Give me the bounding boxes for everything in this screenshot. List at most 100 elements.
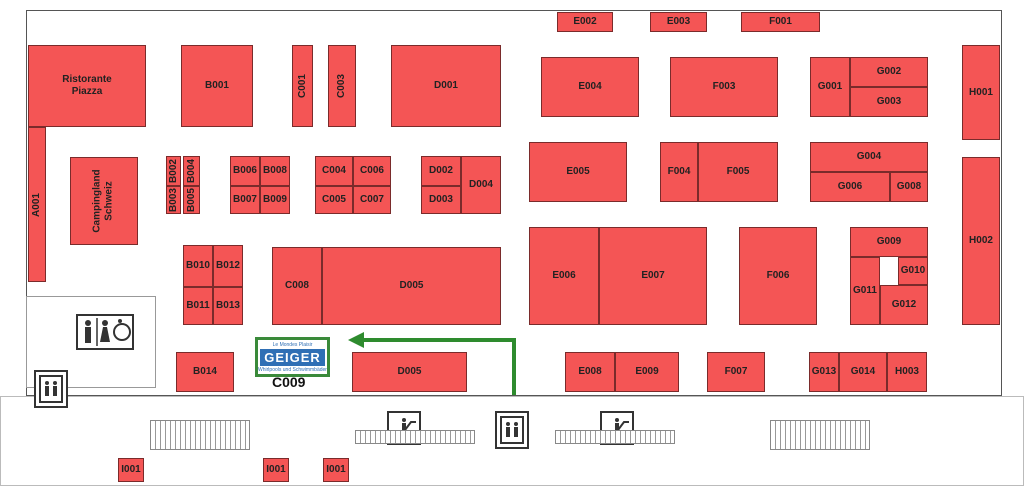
- booth-f005[interactable]: F005: [698, 142, 778, 202]
- booth-e007[interactable]: E007: [599, 227, 707, 325]
- geiger-booth-logo[interactable]: Le Mondes Plaisir GEIGER Whirlpools und …: [255, 337, 330, 377]
- booth-h003[interactable]: H003: [887, 352, 927, 392]
- booth-e005[interactable]: E005: [529, 142, 627, 202]
- booth-b008[interactable]: B008: [260, 156, 290, 186]
- booth-b001[interactable]: B001: [181, 45, 253, 127]
- booth-b014[interactable]: B014: [176, 352, 234, 392]
- toilets-icon: [76, 314, 134, 350]
- booth-b011[interactable]: B011: [183, 287, 213, 325]
- elevator-left-icon: [34, 370, 68, 408]
- booth-b013[interactable]: B013: [213, 287, 243, 325]
- booth-d001[interactable]: D001: [391, 45, 501, 127]
- booth-campingland-schweiz[interactable]: Campingland Schweiz: [70, 157, 138, 245]
- booth-label: C003: [336, 74, 347, 98]
- booth-h002[interactable]: H002: [962, 157, 1000, 325]
- booth-label: C008: [285, 280, 309, 291]
- booth-label: E002: [573, 16, 597, 27]
- booth-b004[interactable]: B004: [183, 156, 200, 186]
- booth-a001[interactable]: A001: [28, 127, 46, 282]
- booth-f004[interactable]: F004: [660, 142, 698, 202]
- booth-b002[interactable]: B002: [166, 156, 181, 186]
- booth-label: C005: [322, 194, 346, 205]
- booth-label: B007: [233, 194, 257, 205]
- booth-label: B002: [167, 159, 179, 183]
- booth-g010[interactable]: G010: [898, 257, 928, 285]
- logo-tagline: Whirlpools und Schwimmbäder: [258, 366, 327, 373]
- booth-f003[interactable]: F003: [670, 57, 778, 117]
- booth-g006[interactable]: G006: [810, 172, 890, 202]
- booth-e002[interactable]: E002: [557, 12, 613, 32]
- booth-g004[interactable]: G004: [810, 142, 928, 172]
- logo-top-text: Le Mondes Plaisir: [272, 341, 313, 348]
- booth-label: I001: [121, 464, 141, 475]
- booth-h001[interactable]: H001: [962, 45, 1000, 140]
- booth-d005-lower[interactable]: D005: [352, 352, 467, 392]
- booth-d004[interactable]: D004: [461, 156, 501, 214]
- booth-b007[interactable]: B007: [230, 186, 260, 214]
- booth-c004[interactable]: C004: [315, 156, 353, 186]
- booth-b009[interactable]: B009: [260, 186, 290, 214]
- booth-d003[interactable]: D003: [421, 186, 461, 214]
- booth-i001-a[interactable]: I001: [118, 458, 144, 482]
- booth-b006[interactable]: B006: [230, 156, 260, 186]
- hall-wall-outline: [26, 10, 1002, 396]
- booth-e009[interactable]: E009: [615, 352, 679, 392]
- booth-f007[interactable]: F007: [707, 352, 765, 392]
- escalator-band-right: [555, 430, 675, 444]
- booth-label: D003: [429, 194, 453, 205]
- booth-label: B008: [263, 165, 287, 176]
- booth-c007[interactable]: C007: [353, 186, 391, 214]
- booth-c006[interactable]: C006: [353, 156, 391, 186]
- booth-e003[interactable]: E003: [650, 12, 707, 32]
- booth-label: I001: [266, 464, 286, 475]
- booth-b005[interactable]: B005: [183, 186, 200, 214]
- booth-e006[interactable]: E006: [529, 227, 599, 325]
- booth-label: B005: [185, 188, 197, 212]
- booth-label: F005: [726, 166, 750, 177]
- booth-e008[interactable]: E008: [565, 352, 615, 392]
- booth-i001-c[interactable]: I001: [323, 458, 349, 482]
- booth-label: B001: [205, 80, 229, 91]
- booth-c003[interactable]: C003: [328, 45, 356, 127]
- booth-label: G008: [896, 181, 922, 192]
- booth-label: A001: [31, 192, 42, 217]
- booth-g013[interactable]: G013: [809, 352, 839, 392]
- booth-label: C001: [296, 74, 308, 98]
- booth-label: B013: [216, 300, 240, 311]
- booth-label: F007: [724, 366, 748, 377]
- booth-g008[interactable]: G008: [890, 172, 928, 202]
- booth-label: B011: [186, 300, 210, 311]
- toilet-area-outline: [26, 296, 156, 388]
- booth-g002[interactable]: G002: [850, 57, 928, 87]
- booth-c009-label[interactable]: C009: [272, 374, 306, 390]
- booth-label: B004: [185, 159, 197, 183]
- booth-label: E004: [578, 81, 602, 92]
- booth-c005[interactable]: C005: [315, 186, 353, 214]
- booth-label: B012: [216, 260, 240, 271]
- booth-f006[interactable]: F006: [739, 227, 817, 325]
- booth-g011[interactable]: G011: [850, 257, 880, 325]
- booth-d005-upper[interactable]: D005: [322, 247, 501, 325]
- booth-g009[interactable]: G009: [850, 227, 928, 257]
- booth-label: Campingland Schweiz: [92, 169, 115, 233]
- booth-g012[interactable]: G012: [880, 285, 928, 325]
- booth-g003[interactable]: G003: [850, 87, 928, 117]
- booth-label: G011: [853, 285, 877, 296]
- booth-label: G013: [811, 366, 837, 377]
- booth-b003[interactable]: B003: [166, 186, 181, 214]
- booth-i001-b[interactable]: I001: [263, 458, 289, 482]
- booth-label: G014: [850, 366, 876, 377]
- booth-b012[interactable]: B012: [213, 245, 243, 287]
- booth-c001[interactable]: C001: [292, 45, 313, 127]
- booth-label: E005: [566, 166, 590, 177]
- booth-d002[interactable]: D002: [421, 156, 461, 186]
- booth-b010[interactable]: B010: [183, 245, 213, 287]
- booth-label: G010: [900, 265, 926, 276]
- booth-c008[interactable]: C008: [272, 247, 322, 325]
- booth-g001[interactable]: G001: [810, 57, 850, 117]
- booth-e004[interactable]: E004: [541, 57, 639, 117]
- booth-g014[interactable]: G014: [839, 352, 887, 392]
- booth-ristorante-piazza[interactable]: Ristorante Piazza: [28, 45, 146, 127]
- booth-f001[interactable]: F001: [741, 12, 820, 32]
